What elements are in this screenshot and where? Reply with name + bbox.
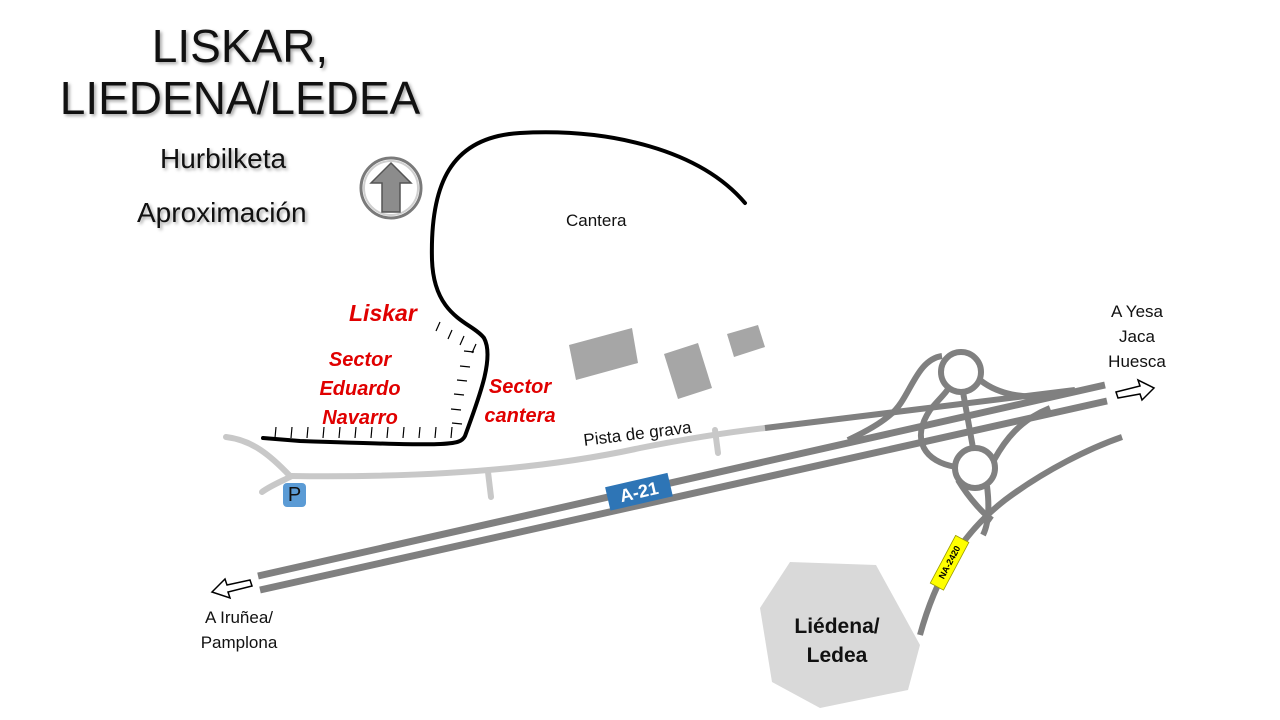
cliff-tick (435, 321, 441, 332)
page-title: LISKAR, LIEDENA/LEDEA (0, 20, 480, 124)
cliff-tick (447, 329, 453, 340)
cliff-tick (386, 426, 389, 439)
crag-name-label: Liskar (349, 300, 417, 326)
cliff-tick (402, 426, 405, 439)
cliff-tick (338, 426, 341, 439)
cliff-tick (450, 426, 453, 439)
quarry-label: Cantera (566, 211, 627, 230)
sector-eduardo-line-1: Sector (328, 349, 392, 371)
cliff-tick (274, 426, 277, 439)
cliff-tick (322, 426, 325, 439)
title-line-2: LIEDENA/LEDEA (59, 72, 421, 124)
quarry-building-3 (727, 325, 765, 357)
cliff-tick (370, 426, 373, 439)
cliff-tick (471, 343, 477, 354)
dest-east-line-1: A Yesa (1110, 302, 1163, 321)
cliff-tick (453, 393, 465, 396)
sector-cantera-line-1: Sector (488, 376, 552, 398)
cliff-tick (459, 335, 465, 346)
sector-cantera-line-2: cantera (484, 405, 556, 427)
quarry-building-1 (569, 328, 638, 380)
cliff-tick (354, 426, 357, 439)
cliff-tick (290, 426, 293, 439)
interchange (846, 349, 1123, 636)
cliff-ticks (274, 321, 477, 439)
cliff-tick (418, 426, 421, 439)
sector-eduardo-navarro-label[interactable]: Sector Eduardo Navarro (310, 346, 410, 433)
parking-sign-label: P (287, 484, 302, 506)
cliff-tick (434, 426, 437, 439)
sector-eduardo-line-2: Eduardo (319, 378, 401, 400)
dest-east-line-3: Huesca (1108, 352, 1166, 371)
town-line-1: Liédena/ (794, 615, 880, 638)
right-arrow-icon (1115, 378, 1156, 402)
motorway-badge (605, 472, 673, 511)
quarry-building-2 (664, 343, 712, 399)
parking-sign[interactable] (283, 483, 306, 507)
dest-west-line-1: A Iruñea/ (204, 608, 274, 627)
destination-east-label: A Yesa Jaca Huesca (1098, 299, 1176, 374)
cliff-tick (450, 408, 462, 411)
regional-road-badge (929, 534, 970, 591)
dest-west-line-2: Pamplona (200, 633, 278, 652)
cliff-tick (456, 379, 468, 382)
subtitle-spanish: Aproximación (137, 197, 307, 228)
town-area (760, 562, 920, 708)
gravel-track (223, 425, 768, 500)
sector-cantera-label[interactable]: Sector cantera (470, 373, 570, 431)
destination-west-label: A Iruñea/ Pamplona (187, 605, 291, 655)
town-label: Liédena/ Ledea (780, 612, 894, 670)
left-arrow-icon (210, 577, 253, 600)
town-line-2: Ledea (806, 644, 868, 667)
title-line-1: LISKAR, (151, 20, 329, 72)
cliff-line[interactable] (261, 130, 747, 447)
cliff-tick (459, 365, 471, 368)
north-arrow-icon (359, 156, 423, 220)
cliff-tick (451, 422, 463, 425)
motorway-a21 (257, 381, 1108, 594)
subtitle-basque: Hurbilketa (160, 143, 287, 174)
dest-east-line-2: Jaca (1119, 327, 1155, 346)
cliff-tick (306, 426, 309, 439)
sector-eduardo-line-3: Navarro (322, 407, 398, 429)
